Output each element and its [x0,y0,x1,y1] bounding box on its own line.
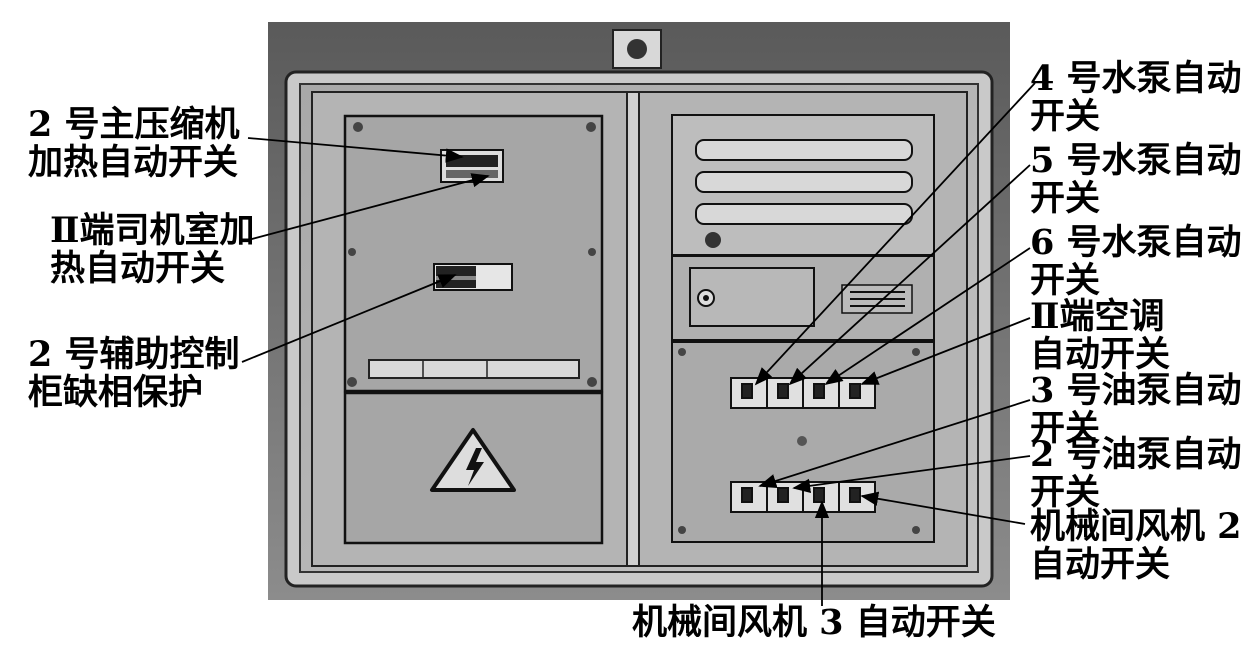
label-line: 开关 [1030,260,1101,301]
label-line: 3 号油泵自动 [1030,370,1242,411]
label-line: 机械间风机 2 [1030,506,1242,547]
label-line: 柜缺相保护 [28,372,204,413]
label-line: 4 号水泵自动 [1030,58,1242,99]
label-line: Ⅱ端司机室加 [50,210,255,251]
label-line: 加热自动开关 [28,142,239,183]
label-line: 开关 [1030,178,1101,219]
label-line: 开关 [1030,408,1101,449]
label-fan3: 机械间风机 3 自动开关 [632,604,996,642]
label-oil2: 2 号油泵自动 开关 [1030,436,1242,512]
label-line: 热自动开关 [50,248,226,289]
label-pump6: 6 号水泵自动 开关 [1030,224,1242,300]
high-voltage-warning-icon [430,428,516,492]
label-line: 6 号水泵自动 [1030,222,1242,263]
label-line: 2 号油泵自动 [1030,434,1242,475]
label-line: 5 号水泵自动 [1030,140,1242,181]
key-lock-icon [697,289,715,307]
label-compressor-heater: 2 号主压缩机 加热自动开关 [28,106,240,182]
label-oil3: 3 号油泵自动 开关 [1030,372,1242,448]
label-cab-heater: Ⅱ端司机室加 热自动开关 [50,212,255,288]
label-line: 2 号主压缩机 [28,104,240,145]
label-line: 自动开关 [1030,544,1171,585]
label-line: 开关 [1030,96,1101,137]
label-phase-loss: 2 号辅助控制 柜缺相保护 [28,336,240,412]
label-pump5: 5 号水泵自动 开关 [1030,142,1242,218]
label-ac: Ⅱ端空调 自动开关 [1030,298,1170,374]
label-line: 机械间风机 3 自动开关 [632,602,996,643]
label-pump4: 4 号水泵自动 开关 [1030,60,1242,136]
label-line: 开关 [1030,472,1101,513]
label-line: 2 号辅助控制 [28,334,240,375]
label-line: Ⅱ端空调 [1030,296,1165,337]
label-fan2: 机械间风机 2 自动开关 [1030,508,1242,584]
label-line: 自动开关 [1030,334,1171,375]
